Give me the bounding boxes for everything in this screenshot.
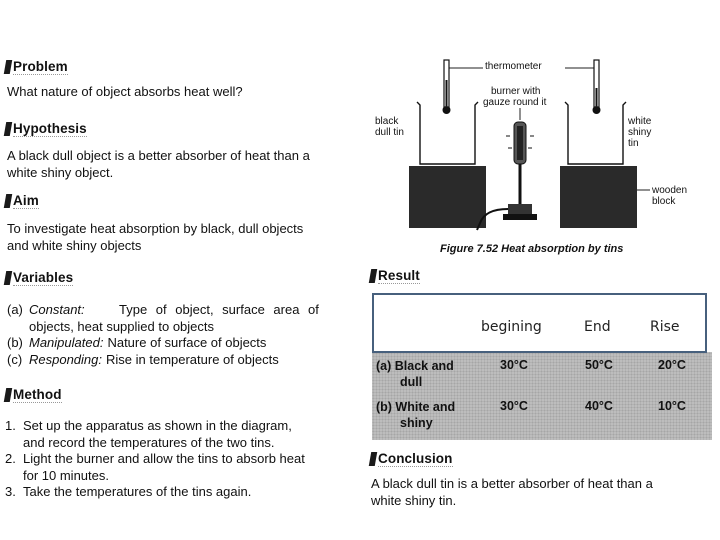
step-line-1: Take the temperatures of the tins again.	[23, 484, 252, 499]
row-label-line-2: dull	[400, 375, 423, 389]
black-tin-label: black dull tin	[375, 116, 404, 138]
conclusion-heading: Conclusion	[368, 451, 453, 467]
step-line-2: and record the temperatures of the two t…	[23, 434, 275, 450]
problem-heading-text: Problem	[13, 59, 68, 75]
row-label: (b) White and shiny	[376, 399, 455, 431]
result-heading-text: Result	[378, 268, 420, 284]
variable-a-text-2: objects, heat supplied to objects	[29, 318, 215, 334]
result-table: (a) Black and dull 30°C 50°C 20°C (b) Wh…	[372, 352, 712, 440]
white-tin-label-line-2: shiny	[628, 127, 652, 138]
variable-a-label: (a)	[7, 302, 23, 317]
apparatus-diagram: thermometer burner with gauze round it b…	[365, 58, 720, 258]
method-steps: 1. Set up the apparatus as shown in the …	[5, 418, 350, 501]
problem-heading: Problem	[3, 59, 68, 75]
heading-marker-icon	[3, 122, 13, 136]
method-heading-text: Method	[13, 387, 62, 403]
variables-heading-text: Variables	[13, 270, 74, 286]
method-step: 3. Take the temperatures of the tins aga…	[5, 484, 350, 501]
white-tin-label-line-3: tin	[628, 138, 639, 149]
heading-marker-icon	[368, 269, 378, 283]
variable-b-label: (b)	[7, 335, 23, 350]
thermometer-label: thermometer	[485, 61, 542, 72]
apparatus-drawing	[409, 59, 650, 231]
header-end: End	[584, 319, 611, 335]
step-line-2: for 10 minutes.	[23, 467, 109, 483]
method-step: 1. Set up the apparatus as shown in the …	[5, 418, 350, 451]
beaker-icon	[416, 101, 479, 165]
step-line-1: Set up the apparatus as shown in the dia…	[23, 418, 292, 433]
aim-heading: Aim	[3, 193, 39, 209]
conclusion-heading-text: Conclusion	[378, 451, 453, 467]
method-step: 2. Light the burner and allow the tins t…	[5, 451, 350, 484]
beaker-icon	[564, 101, 627, 165]
wooden-block-label-line-1: wooden	[652, 185, 688, 196]
conclusion-line-2: white shiny tin.	[371, 492, 457, 508]
problem-text: What nature of object absorbs heat well?	[7, 84, 243, 99]
hypothesis-line-1: A black dull object is a better absorber…	[7, 148, 310, 163]
hypothesis-heading: Hypothesis	[3, 121, 87, 137]
header-rise: Rise	[650, 319, 680, 335]
burner-label: burner with gauze round it	[483, 86, 546, 108]
black-tin-label-line-2: dull tin	[375, 127, 404, 138]
white-tin-label: white shiny tin	[628, 116, 651, 149]
cell-rise: 20°C	[658, 358, 686, 372]
variable-c-key: Responding:	[29, 351, 102, 367]
step-number: 1.	[5, 418, 16, 433]
heading-marker-icon	[3, 271, 13, 285]
method-heading: Method	[3, 387, 62, 403]
step-number: 3.	[5, 484, 16, 499]
variables-list: (a) Constant: Type of object, surface ar…	[7, 302, 347, 368]
cell-rise: 10°C	[658, 399, 686, 413]
bunsen-burner-icon	[476, 121, 537, 231]
thermometer-icon	[592, 59, 601, 114]
burner-label-line-2: gauze round it	[483, 97, 547, 108]
step-number: 2.	[5, 451, 16, 466]
variable-b-text: Nature of surface of objects	[107, 335, 267, 350]
row-label-line-2: shiny	[400, 416, 433, 430]
heading-marker-icon	[3, 194, 13, 208]
result-header-overlay: begining End Rise	[372, 293, 707, 353]
heading-marker-icon	[3, 60, 13, 74]
cell-begin: 30°C	[500, 399, 528, 413]
hypothesis-line-2: white shiny object.	[7, 164, 114, 180]
variable-a-key: Constant:	[29, 302, 85, 317]
result-heading: Result	[368, 268, 420, 284]
cell-end: 50°C	[585, 358, 613, 372]
aim-line-2: and white shiny objects	[7, 237, 142, 253]
burner-label-line-1: burner with	[491, 86, 541, 97]
wooden-block-label: wooden block	[652, 185, 687, 207]
black-tin-label-line-1: black	[375, 116, 399, 127]
header-beginning: begining	[481, 319, 542, 335]
white-tin-label-line-1: white	[628, 116, 652, 127]
variable-c-text: Rise in temperature of objects	[106, 351, 279, 367]
aim-text: To investigate heat absorption by black,…	[7, 221, 303, 254]
hypothesis-text: A black dull object is a better absorber…	[7, 148, 310, 181]
variable-b-key: Manipulated:	[29, 335, 104, 350]
variable-a-text: Type of object, surface area of	[119, 302, 319, 317]
hypothesis-heading-text: Hypothesis	[13, 121, 87, 137]
step-line-1: Light the burner and allow the tins to a…	[23, 451, 305, 466]
conclusion-line-1: A black dull tin is a better absorber of…	[371, 476, 653, 491]
aim-line-1: To investigate heat absorption by black,…	[7, 221, 304, 236]
wooden-block-label-line-2: block	[652, 196, 676, 207]
aim-heading-text: Aim	[13, 193, 39, 209]
row-label-line-1: (b) White and	[376, 400, 456, 414]
cell-begin: 30°C	[500, 358, 528, 372]
variable-c-label: (c)	[7, 351, 23, 367]
heading-marker-icon	[368, 452, 378, 466]
figure-caption: Figure 7.52 Heat absorption by tins	[440, 243, 624, 255]
conclusion-text: A black dull tin is a better absorber of…	[371, 476, 716, 509]
row-label-line-1: (a) Black and	[376, 359, 454, 373]
heading-marker-icon	[3, 388, 13, 402]
wooden-block-icon	[409, 166, 486, 228]
wooden-block-icon	[560, 166, 637, 228]
variables-heading: Variables	[3, 270, 74, 286]
thermometer-icon	[442, 59, 451, 114]
cell-end: 40°C	[585, 399, 613, 413]
row-label: (a) Black and dull	[376, 358, 454, 390]
